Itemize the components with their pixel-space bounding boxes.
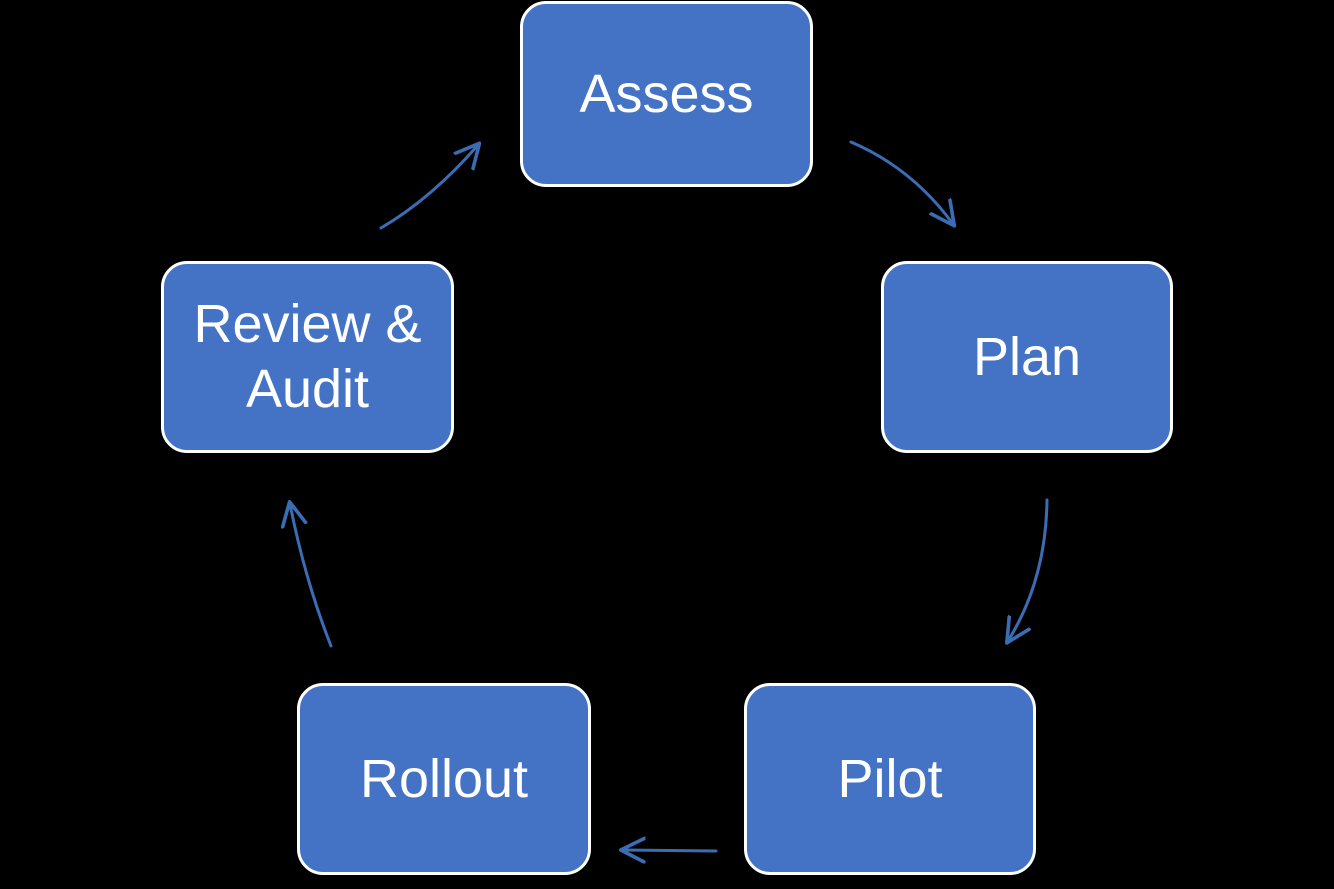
arrow-rollout-to-review (290, 504, 333, 648)
node-assess-label: Assess (579, 63, 754, 124)
node-rollout-label: Rollout (359, 748, 529, 809)
node-plan-label: Plan (972, 326, 1082, 387)
node-plan[interactable]: Plan (881, 261, 1173, 453)
arrow-plan-to-pilot (1008, 498, 1049, 641)
node-rollout[interactable]: Rollout (297, 683, 591, 875)
node-review-audit-label: Review & Audit (193, 294, 422, 419)
arrow-assess-to-plan (849, 140, 953, 224)
node-pilot-label: Pilot (837, 748, 943, 809)
node-pilot[interactable]: Pilot (744, 683, 1036, 875)
arrow-review-to-assess (379, 145, 478, 230)
node-assess[interactable]: Assess (520, 1, 813, 187)
arrow-pilot-to-rollout (623, 850, 718, 851)
node-review-audit[interactable]: Review & Audit (161, 261, 454, 453)
